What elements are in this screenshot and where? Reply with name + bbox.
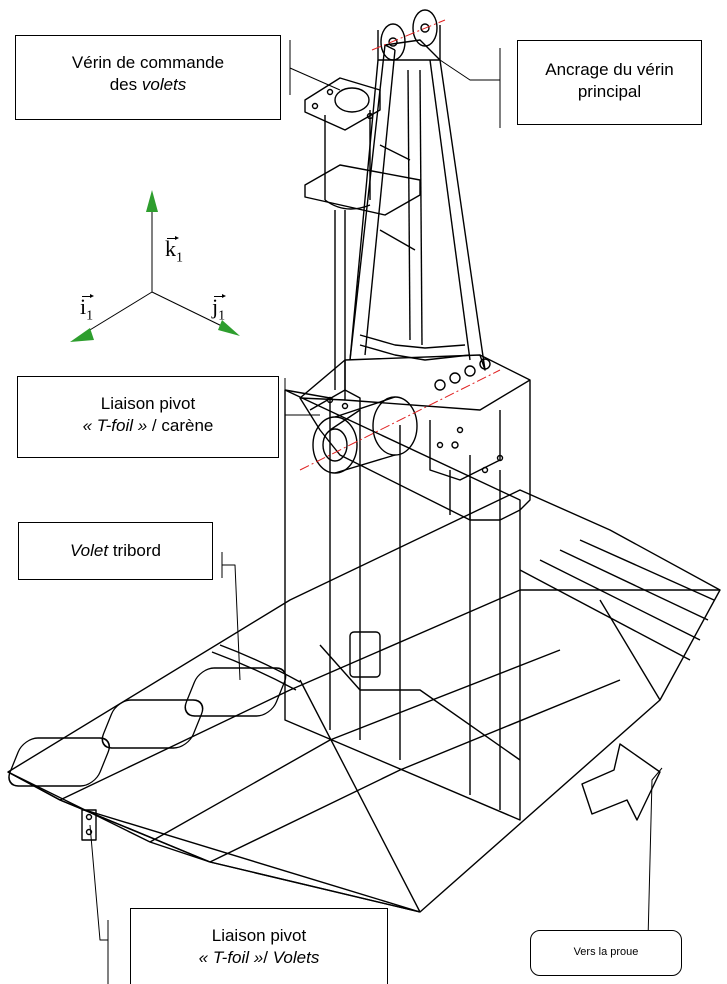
label-liaison-volets: Liaison pivot « T-foil »/ Volets bbox=[130, 908, 388, 984]
wing-windows bbox=[8, 667, 287, 787]
label-carene-line2: « T-foil » / carène bbox=[18, 415, 278, 437]
axis-k-sub: 1 bbox=[176, 250, 183, 266]
axis-j-letter: j bbox=[212, 294, 219, 319]
label-volet-italic: Volet bbox=[69, 541, 109, 560]
vers-proue-text: Vers la proue bbox=[573, 946, 639, 958]
volet-pivot-plate bbox=[81, 809, 97, 841]
label-carene-suffix: / carène bbox=[147, 416, 214, 435]
axis-k-letter: k bbox=[165, 236, 176, 261]
axis-j-sub: 1 bbox=[218, 308, 226, 324]
control-cylinder bbox=[304, 77, 421, 390]
label-volets-italic-b: Volets bbox=[272, 948, 320, 967]
axis-arrowheads bbox=[70, 190, 240, 342]
label-volets-line2: « T-foil »/ Volets bbox=[131, 947, 387, 969]
label-ancrage: Ancrage du vérin principal bbox=[517, 40, 702, 125]
label-ancrage-line1: Ancrage du vérin bbox=[545, 60, 674, 79]
axis-i-label: i1 bbox=[80, 294, 94, 324]
label-volets-line1: Liaison pivot bbox=[211, 926, 307, 945]
label-verin-commande: Vérin de commande des volets bbox=[15, 35, 281, 120]
vers-proue-arrow bbox=[581, 743, 661, 821]
label-volets-italic-a: « T-foil » bbox=[198, 948, 264, 967]
axis-i-sub: 1 bbox=[86, 308, 94, 324]
label-volets-mid: / bbox=[263, 948, 273, 967]
vertical-strut bbox=[284, 389, 521, 821]
axis-k-label: k1 bbox=[165, 236, 183, 266]
axis-triad bbox=[79, 210, 231, 337]
label-verin-prefix: des bbox=[109, 75, 142, 94]
label-verin-italic: volets bbox=[141, 75, 187, 94]
label-carene-line1: Liaison pivot bbox=[100, 394, 196, 413]
label-volet-tribord: Volet tribord bbox=[18, 522, 213, 580]
label-carene-italic: « T-foil » bbox=[82, 416, 148, 435]
vers-proue-bubble: Vers la proue bbox=[530, 930, 682, 976]
axis-j-label: j1 bbox=[212, 294, 226, 324]
label-liaison-carene: Liaison pivot « T-foil » / carène bbox=[17, 376, 279, 458]
label-verin-line2: des volets bbox=[16, 74, 280, 96]
label-ancrage-line2: principal bbox=[577, 82, 642, 101]
axis-i-letter: i bbox=[80, 294, 87, 319]
label-volet-suffix: tribord bbox=[108, 541, 162, 560]
label-verin-line1: Vérin de commande bbox=[71, 53, 225, 72]
leader-lines bbox=[89, 40, 663, 984]
